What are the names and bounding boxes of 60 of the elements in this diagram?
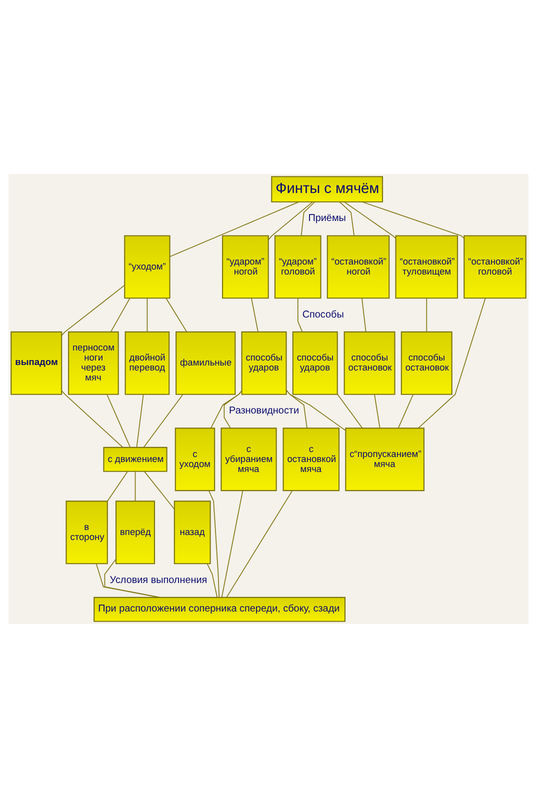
connector [210,390,242,428]
node-box: “остановкой” головой [464,234,526,298]
node-box: “уходом” [124,234,170,298]
connector [361,297,366,332]
connector [134,470,136,501]
connector [398,393,414,428]
connector [418,297,486,428]
node-box: способы ударов [241,330,287,394]
label: Способы [302,308,344,320]
connector [136,393,144,448]
label: Разновидности [229,405,300,416]
connector [206,562,218,598]
connector [146,297,148,332]
node-box: фамильные [176,330,236,394]
connector [144,470,175,509]
node-box: “ударом” ногой [222,234,269,298]
node-box: назад [174,500,211,564]
node-box: вперёд [115,500,156,564]
connector [224,390,242,428]
node-box: с уходом [174,427,216,491]
connector [339,201,355,236]
node-box: “остановкой” ногой [326,234,390,298]
node-box: с движением [103,446,168,472]
connector [226,490,293,598]
connector [300,201,316,236]
node-box: способы остановок [344,330,396,394]
node-box: в сторону [66,500,108,564]
node-box: с“пропусканием” мяча [345,427,424,491]
connector [426,297,428,332]
node-box: “остановкой” туловищем [395,234,458,298]
connector [61,284,125,336]
connector [61,390,124,448]
node-box: При расположении соперника спереди, сбоку, сзади [94,596,346,622]
connector [166,297,188,332]
label: Приёмы [308,212,346,224]
connector [107,470,128,501]
label: Условия выполнения [110,574,208,586]
node-box: с убиранием мяча [220,427,277,491]
connector [143,393,184,448]
connector [344,201,396,238]
node-box: “ударом” головой [274,234,322,298]
connector [374,393,380,428]
connector [286,389,346,430]
connector [221,490,244,598]
connector [208,490,220,598]
node-box: двойной перевод [124,330,170,394]
node-box: способы ударов [292,330,338,394]
connector [106,393,131,448]
node-box: Финты с мячём [271,176,384,202]
node-box: выпадом [10,330,62,394]
connector [297,297,303,332]
node-box: перносом ноги через мяч [68,330,119,394]
node-box: способы остановок [400,330,452,394]
connector [110,297,130,332]
connector [336,393,363,428]
node-box: с остановкой мяча [282,427,340,491]
connector [362,200,464,238]
connector [250,297,258,332]
connector [268,201,314,240]
connector [170,201,300,257]
